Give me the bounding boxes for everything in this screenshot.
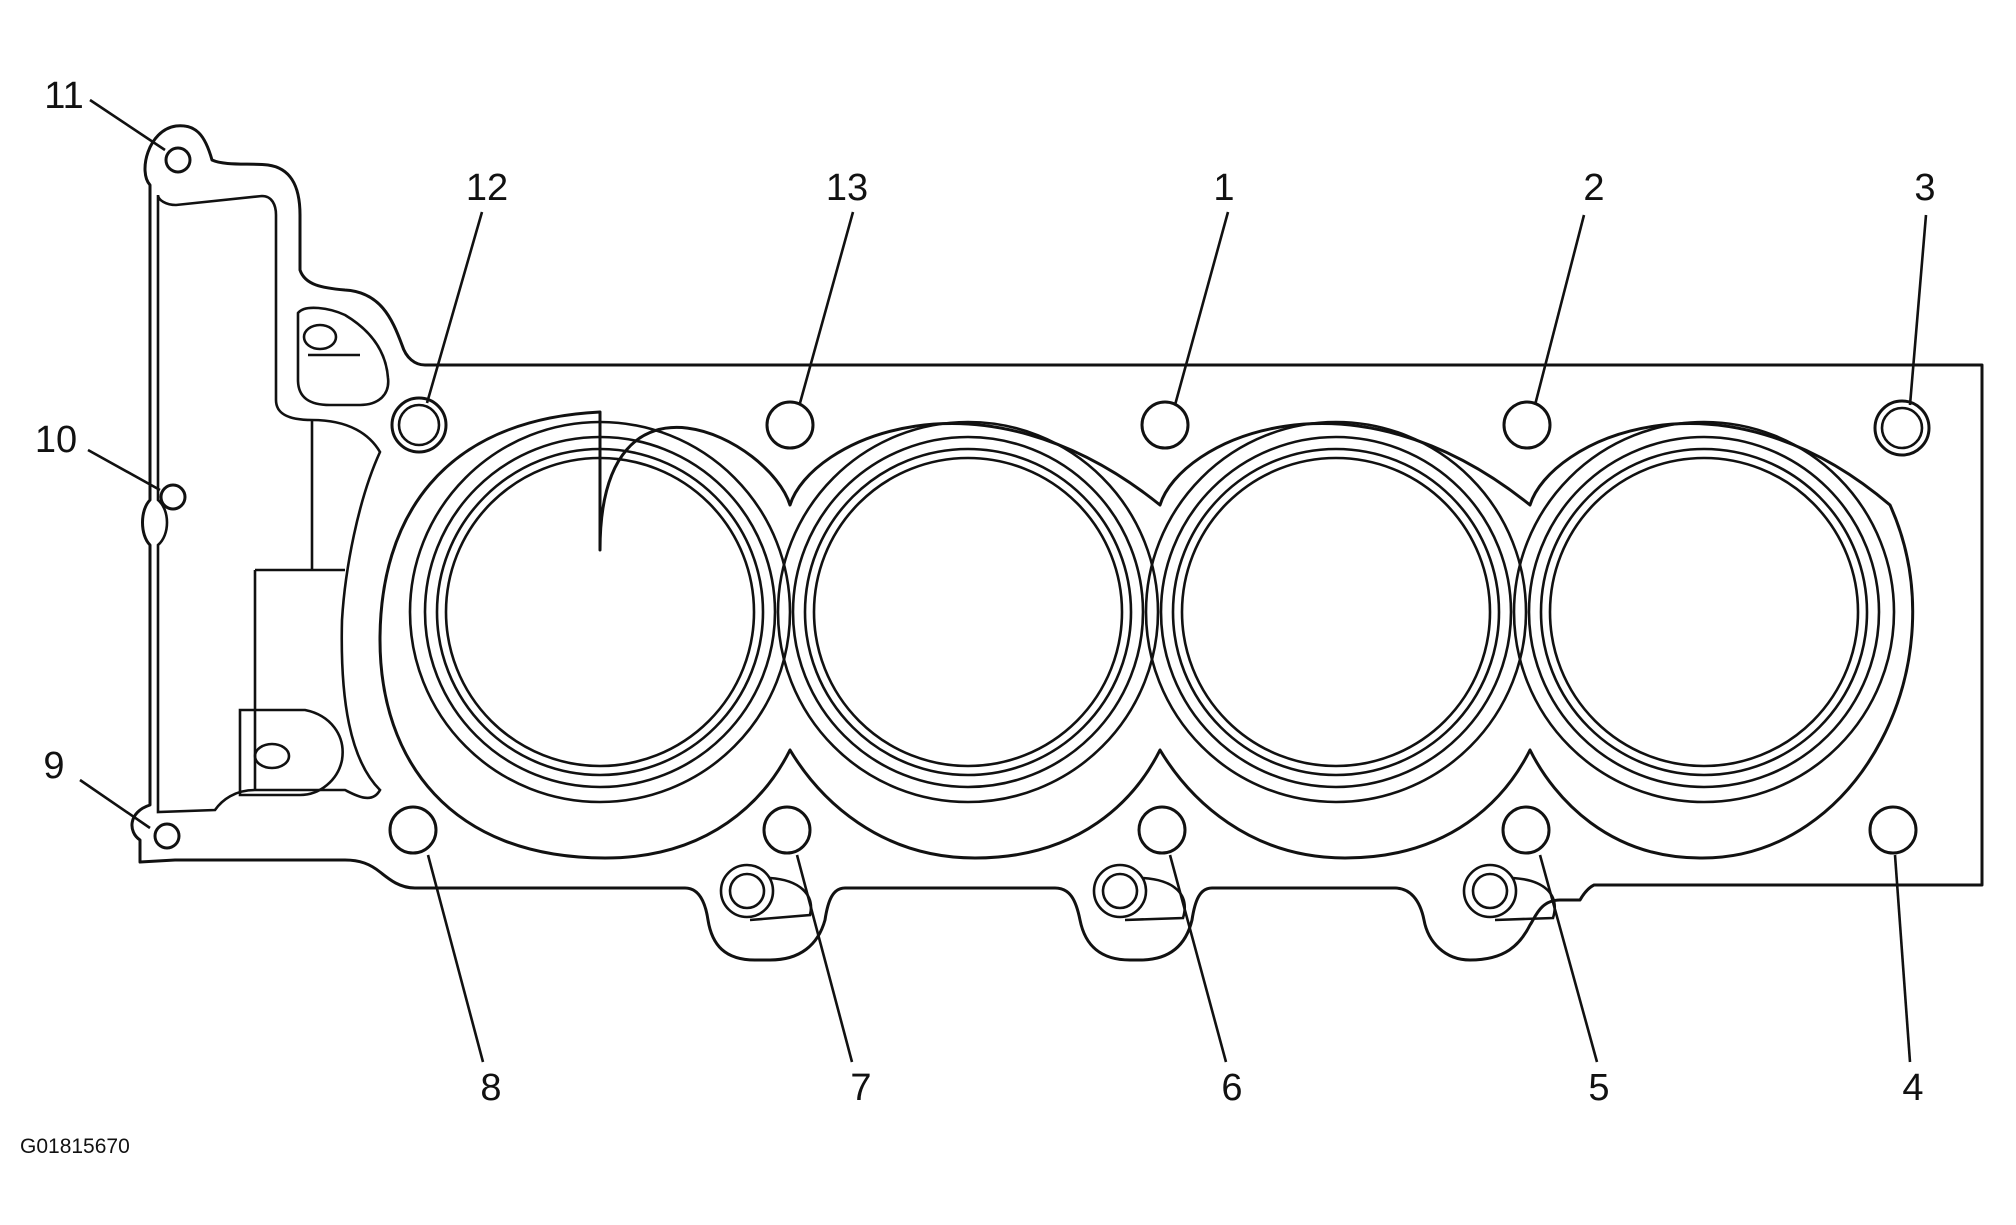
leader-line-9 <box>79 778 151 830</box>
callout-11: 11 <box>44 75 83 117</box>
callout-6: 6 <box>1221 1067 1242 1109</box>
dowel-pin-left <box>719 863 813 922</box>
cylinder-1 <box>408 420 792 804</box>
callout-13: 13 <box>826 167 868 209</box>
leader-line-4 <box>1893 854 1912 1063</box>
leader-line-3 <box>1908 214 1928 406</box>
bolt-hole-6 <box>1137 805 1187 855</box>
bolt-hole-7 <box>762 805 812 855</box>
leader-line-13 <box>798 211 855 404</box>
leader-line-2 <box>1533 214 1586 406</box>
bolt-hole-2 <box>1502 400 1552 450</box>
callout-7: 7 <box>850 1067 871 1109</box>
leader-line-5 <box>1538 854 1599 1063</box>
callout-8: 8 <box>480 1067 501 1109</box>
cylinder-2 <box>776 420 1160 804</box>
gasket-inner-channel <box>156 194 382 814</box>
leader-line-11 <box>89 98 166 152</box>
callout-2: 2 <box>1583 167 1604 209</box>
gasket-upper-tab <box>296 306 390 407</box>
cylinder-4 <box>1512 420 1896 804</box>
bolt-hole-12 <box>390 396 448 454</box>
callout-10: 10 <box>35 419 77 461</box>
callout-1: 1 <box>1213 167 1234 209</box>
bolt-hole-13 <box>765 400 815 450</box>
bolt-hole-9 <box>153 822 181 850</box>
callout-5: 5 <box>1588 1067 1609 1109</box>
cylinder-3 <box>1144 420 1528 804</box>
bolt-hole-10 <box>159 483 187 511</box>
leader-line-12 <box>425 211 484 404</box>
leader-line-10 <box>87 448 161 492</box>
gasket-outline <box>130 124 1984 962</box>
callout-3: 3 <box>1914 167 1935 209</box>
dowel-pin-center <box>1092 863 1186 922</box>
callout-9: 9 <box>43 745 64 787</box>
leader-line-1 <box>1173 211 1230 406</box>
callout-12: 12 <box>466 167 508 209</box>
combustion-bead-outline <box>378 410 1915 860</box>
dowel-pin-right <box>1462 863 1556 922</box>
bolt-hole-1 <box>1140 400 1190 450</box>
leader-line-8 <box>426 854 485 1063</box>
figure-code: G01815670 <box>20 1135 130 1158</box>
gasket-upper-tab-hole <box>302 323 338 351</box>
bolt-hole-5 <box>1501 805 1551 855</box>
bolt-hole-3 <box>1873 399 1931 457</box>
bolt-hole-8 <box>388 805 438 855</box>
bolt-hole-11 <box>164 146 192 174</box>
leader-line-7 <box>795 854 854 1063</box>
bolt-hole-4 <box>1868 805 1918 855</box>
gasket-lower-tab-hole <box>253 742 291 770</box>
leader-line-6 <box>1168 854 1228 1063</box>
gasket-lower-tab <box>238 708 344 797</box>
callout-4: 4 <box>1902 1067 1923 1109</box>
